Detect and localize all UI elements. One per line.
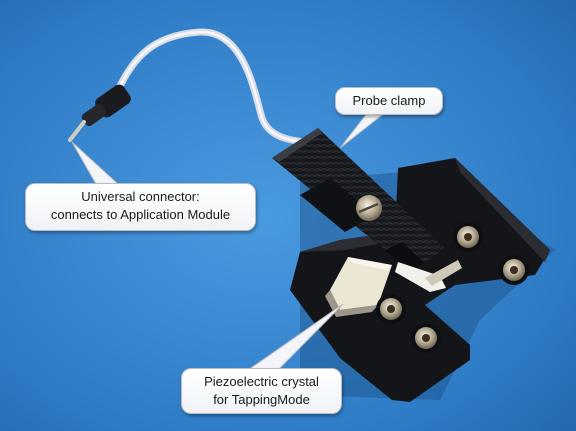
probe-clamp-label: Probe clamp [352,93,426,108]
clamp-screw [356,195,382,221]
universal-connector-description: connects to Application Module [50,207,231,222]
piezo-callout: Piezoelectric crystal for TappingMode [181,368,342,414]
universal-connector-callout: Universal connector: connects to Applica… [25,183,256,231]
probe-clamp-callout: Probe clamp [335,87,443,115]
mounting-screw [499,255,529,285]
piezo-crystal [325,257,392,317]
mounting-screw [376,294,406,324]
mounting-screw [411,323,441,353]
mounting-screw [453,222,483,252]
piezo-label: Piezoelectric crystal [204,374,319,389]
universal-connector-label: Universal connector: [81,189,200,204]
piezo-description: for TappingMode [213,392,310,407]
probe-clamp [272,128,445,272]
universal-connector [68,84,131,142]
